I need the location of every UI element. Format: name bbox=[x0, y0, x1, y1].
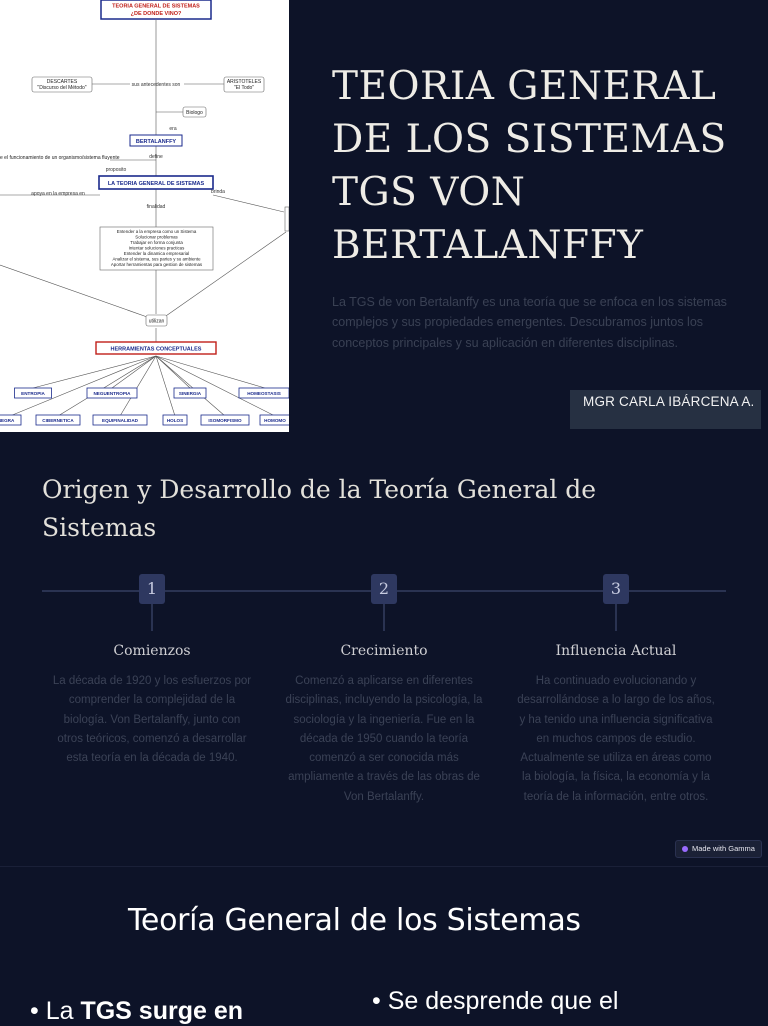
bullet-right: • Se desprende que el bbox=[372, 987, 619, 1015]
map-tool-box bbox=[14, 387, 52, 399]
step-1-text: La década de 1920 y los esfuerzos por co… bbox=[52, 675, 252, 765]
map-tool-label: HOMEOSTASIS bbox=[247, 391, 281, 396]
map-goal-item: Aportar herramientas para gestion de sis… bbox=[111, 262, 203, 267]
gamma-logo-icon bbox=[682, 846, 688, 852]
bullet-left-bold: TGS surge en bbox=[80, 997, 243, 1025]
map-tool-box bbox=[259, 414, 289, 426]
map-tool-box bbox=[200, 414, 250, 426]
map-goal-item: Entender a la empresa como un Sistema bbox=[117, 229, 197, 234]
map-tool-box bbox=[238, 387, 289, 399]
map-tool-label: CIBERNETICA bbox=[42, 418, 74, 423]
map-tool-label: EQUIFINALIDAD bbox=[102, 418, 139, 423]
map-tools-row2: NEGRA CIBERNETICA EQUIFINALIDAD HOLOS ISOMOR… bbox=[0, 414, 289, 426]
step-1-tick bbox=[151, 604, 153, 631]
map-goal-item: Analizar el sistema, sus partes y su amb… bbox=[112, 257, 201, 262]
map-goal-item: Solucionar problemas bbox=[135, 235, 178, 240]
map-tool-box bbox=[162, 414, 188, 426]
concept-map-image: TEORIA GENERAL DE SISTEMAS ¿DE DONDE VIN… bbox=[0, 0, 289, 432]
map-herramientas: HERRAMIENTAS CONCEPTUALES bbox=[111, 347, 202, 353]
map-title-line1: TEORIA GENERAL DE SISTEMAS bbox=[112, 4, 200, 10]
gamma-badge-label: Made with Gamma bbox=[692, 844, 755, 853]
step-2-tick bbox=[383, 604, 385, 631]
map-tool-box bbox=[86, 387, 138, 399]
slide-timeline: Origen y Desarrollo de la Teoría General… bbox=[0, 446, 768, 864]
step-3-title: Influencia Actual bbox=[555, 643, 677, 659]
map-tgs: LA TEORIA GENERAL DE SISTEMAS bbox=[108, 181, 205, 187]
map-goals: Entender a la empresa como un SistemaSol… bbox=[111, 229, 203, 267]
map-era: era bbox=[169, 126, 176, 132]
map-bertalanffy: BERTALANFFY bbox=[136, 139, 177, 145]
map-tool-label: HOLOS bbox=[167, 418, 183, 423]
map-finalidad: finalidad bbox=[147, 204, 166, 210]
map-brinda: brinda bbox=[211, 189, 225, 195]
made-with-gamma-badge[interactable]: Made with Gamma bbox=[675, 840, 762, 858]
map-tool-box bbox=[173, 387, 207, 399]
map-goal-item: Entender la dinamica empresarial bbox=[124, 251, 189, 256]
tgs-heading: Teoría General de los Sistemas bbox=[128, 903, 581, 938]
map-biologo: Biologo bbox=[186, 110, 203, 116]
step-2-text: Comenzó a aplicarse en diferentes discip… bbox=[285, 675, 483, 803]
step-2-number: 2 bbox=[371, 574, 397, 604]
slide-description: La TGS de von Bertalanffy es una teoría … bbox=[332, 295, 727, 350]
timeline-heading: Origen y Desarrollo de la Teoría General… bbox=[42, 475, 597, 542]
map-tool-label: SINERGIA bbox=[179, 391, 202, 396]
map-define: define bbox=[149, 154, 163, 160]
map-goal-item: Trabajar en forma conjunta bbox=[130, 240, 183, 245]
map-aristoteles: ARISTOTELES bbox=[227, 79, 262, 85]
map-tools-row1: ENTROPIA NEGUENTROPIA SINERGIA HOMEOSTASIS bbox=[14, 387, 289, 399]
map-tool-label: ENTROPIA bbox=[21, 391, 45, 396]
map-title-line2: ¿DE DONDE VINO? bbox=[131, 11, 182, 17]
map-tool-box bbox=[35, 414, 81, 426]
map-descartes-sub: "Discurso del Método" bbox=[37, 85, 86, 91]
slide-title-heading: TEORIA GENERAL DE LOS SISTEMAS TGS VON B… bbox=[332, 64, 727, 268]
map-descartes: DESCARTES bbox=[47, 79, 78, 85]
step-1-title: Comienzos bbox=[113, 643, 191, 659]
map-organismo: e el funcionamiento de un organismo/sist… bbox=[0, 155, 120, 161]
bullet-left: • La TGS surge en bbox=[30, 997, 243, 1026]
step-3-tick bbox=[615, 604, 617, 631]
map-tool-label: HOMOMO bbox=[264, 418, 286, 423]
map-tool-box bbox=[0, 414, 22, 426]
map-apoya: apoya en la empresa en bbox=[31, 191, 85, 197]
slide-tgs-intro: Teoría General de los Sistemas • La TGS … bbox=[0, 866, 768, 1025]
map-aristoteles-sub: "El Todo" bbox=[234, 85, 254, 91]
map-tool-label: NEGUENTROPIA bbox=[93, 391, 131, 396]
map-utilizan: utilizan bbox=[149, 319, 165, 325]
author-badge: MGR CARLA IBÁRCENA A. bbox=[570, 390, 761, 429]
slide-title: TEORIA GENERAL DE SISTEMAS ¿DE DONDE VIN… bbox=[0, 0, 768, 445]
map-goal-item: Intentar soluciones practicas bbox=[129, 246, 185, 251]
map-proposito: proposito bbox=[106, 167, 127, 173]
map-tool-box bbox=[92, 414, 148, 426]
map-antecedentes: sus antecedentes son bbox=[132, 82, 181, 88]
map-tool-label: NEGRA bbox=[0, 418, 15, 423]
step-3-number: 3 bbox=[603, 574, 629, 604]
step-3-text: Ha continuado evolucionando y desarrollá… bbox=[517, 675, 715, 803]
step-1-number: 1 bbox=[139, 574, 165, 604]
bullet-left-prefix: • La bbox=[30, 997, 81, 1025]
map-tool-label: ISOMORFISMO bbox=[208, 418, 242, 423]
step-2-title: Crecimiento bbox=[340, 643, 428, 659]
